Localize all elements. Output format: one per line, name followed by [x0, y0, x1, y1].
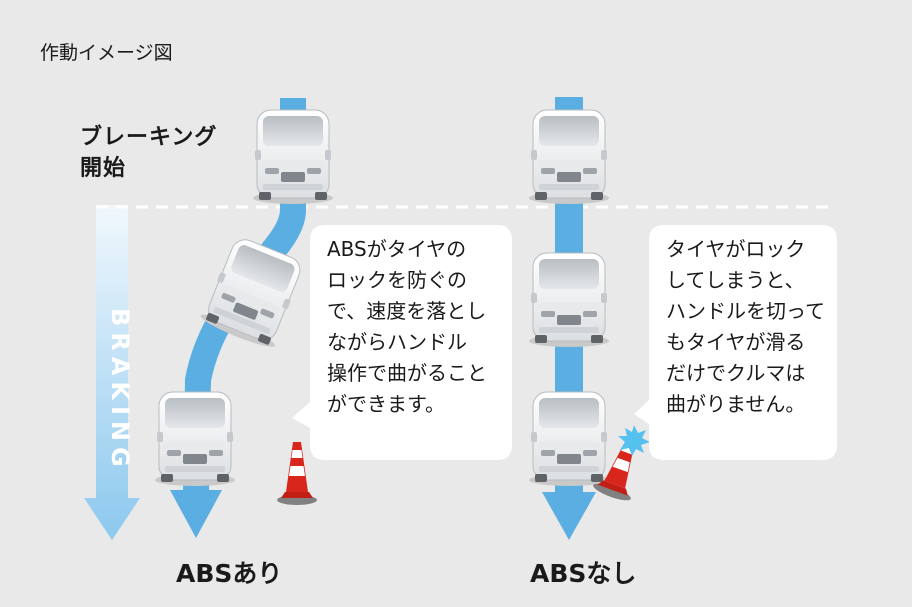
bubble-line: だけでクルマは: [666, 361, 806, 385]
bubble-line: ができます。: [327, 392, 445, 416]
bubble-line: ハンドルを切って: [666, 299, 825, 323]
braking-arrow: [84, 205, 140, 540]
braking-start-label-line1: ブレーキング: [80, 125, 218, 150]
abs-on-speech-bubble: [292, 225, 512, 460]
abs-off-label: ABSなし: [530, 559, 637, 588]
bubble-line: ロックを防ぐの: [327, 268, 467, 292]
braking-arrow-label: BRAKING: [106, 308, 134, 473]
bubble-line: してしまうと、: [666, 268, 805, 292]
bubble-line: ながらハンドル: [327, 330, 467, 354]
car-icon: [252, 109, 334, 205]
car-icon: [528, 252, 610, 348]
abs-on-label: ABSあり: [176, 559, 283, 588]
abs-on-bubble-text: ABSがタイヤの ロックを防ぐの で、速度を落とし ながらハンドル 操作で曲がる…: [327, 234, 487, 420]
bubble-line: 操作で曲がること: [327, 361, 487, 385]
bubble-line: で、速度を落とし: [327, 299, 487, 323]
braking-start-label: ブレーキング 開始: [80, 122, 217, 184]
bubble-line: タイヤがロック: [666, 237, 806, 261]
car-icon: [528, 391, 610, 487]
car-icon: [528, 109, 610, 205]
car-icon: [154, 391, 236, 487]
braking-start-label-line2: 開始: [80, 156, 127, 181]
bubble-line: ABSがタイヤの: [327, 237, 467, 261]
diagram-header-label: 作動イメージ図: [40, 42, 173, 64]
abs-off-bubble-text: タイヤがロック してしまうと、 ハンドルを切って もタイヤが滑る だけでクルマは…: [666, 234, 825, 420]
abs-off-speech-bubble: [634, 225, 837, 460]
bubble-line: 曲がりません。: [666, 392, 806, 416]
impact-burst-icon: [618, 425, 650, 456]
bubble-line: もタイヤが滑る: [666, 330, 806, 354]
